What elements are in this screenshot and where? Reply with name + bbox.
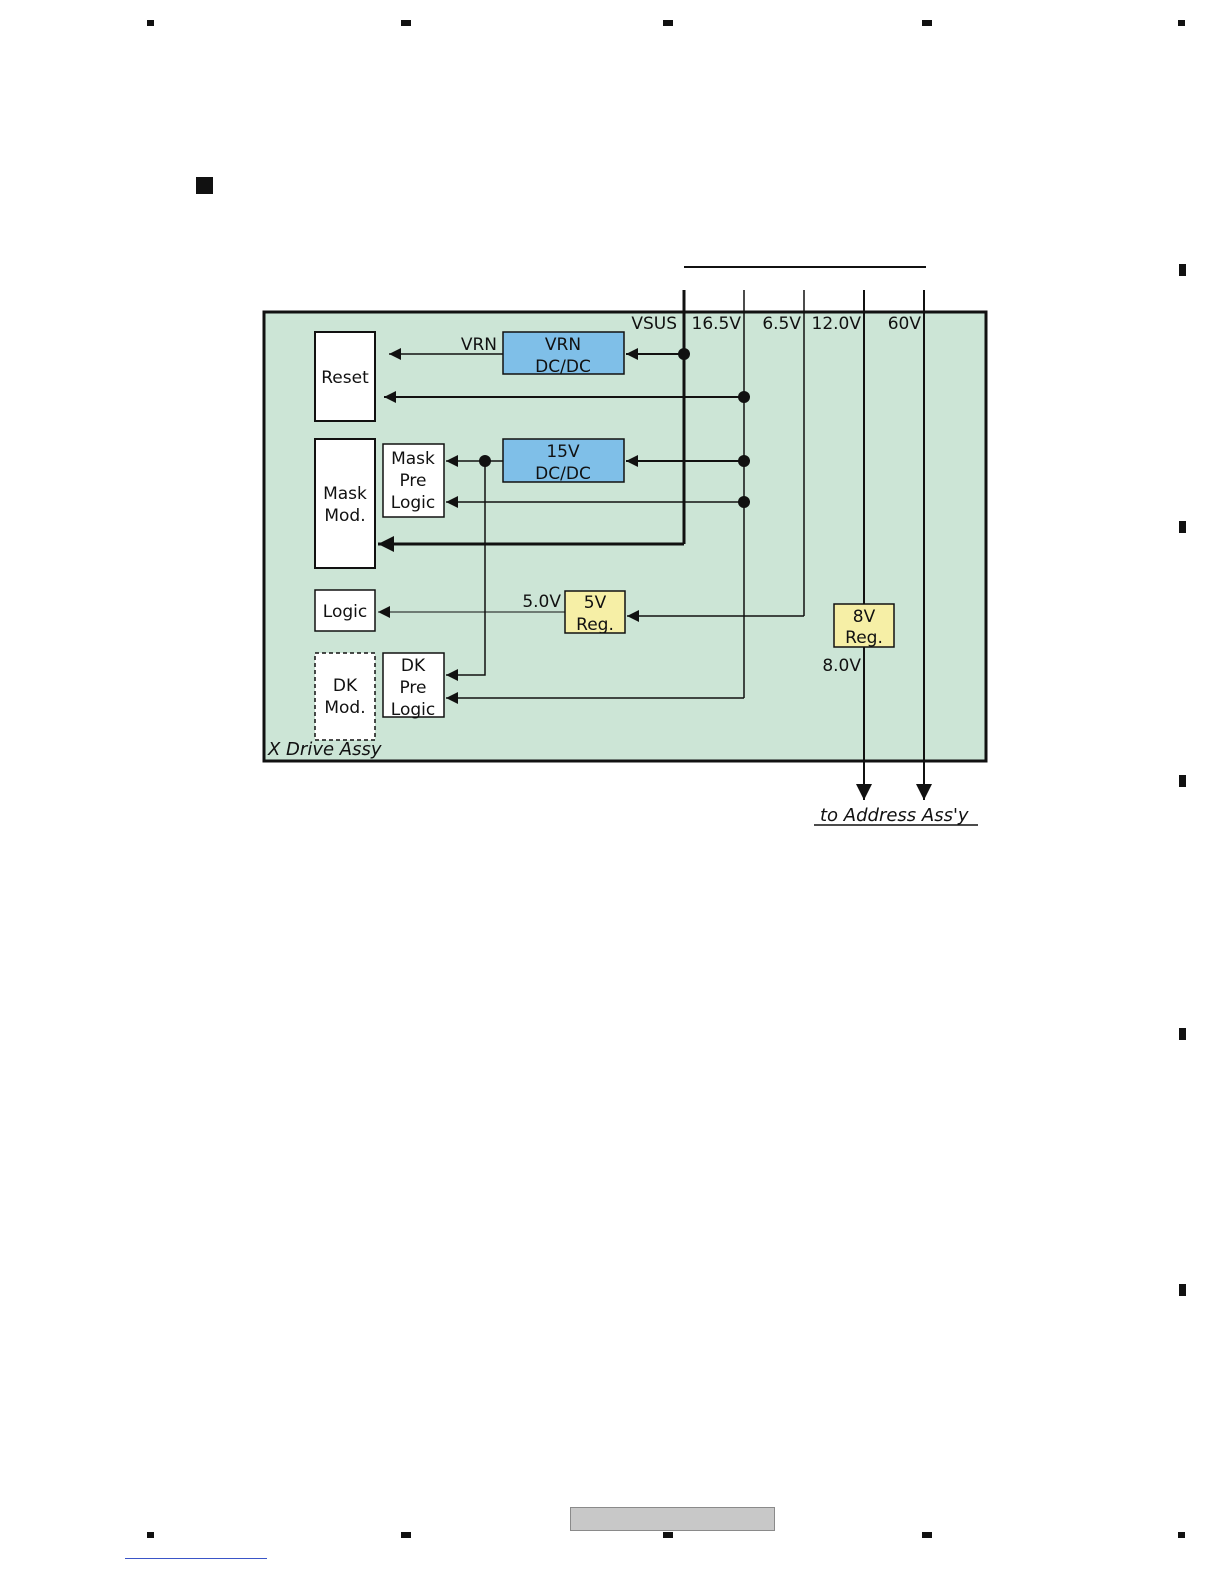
vrn-dcdc-block: VRN DC/DC	[503, 332, 624, 377]
15v-dcdc-block: 15V DC/DC	[503, 439, 624, 484]
svg-text:Mask: Mask	[391, 449, 435, 469]
svg-text:5V: 5V	[584, 593, 607, 613]
svg-text:DK: DK	[401, 656, 426, 676]
svg-text:Logic: Logic	[323, 602, 367, 622]
footer-page-bar	[570, 1507, 775, 1531]
5v-reg-block: 5V Reg.	[565, 591, 625, 635]
svg-text:Logic: Logic	[391, 493, 435, 513]
svg-text:Mod.: Mod.	[324, 698, 365, 718]
svg-text:8V: 8V	[853, 607, 876, 627]
6-5v-label: 6.5V	[762, 314, 801, 334]
mask-mod-block: Mask Mod.	[315, 439, 375, 568]
svg-text:Pre: Pre	[399, 471, 426, 491]
8v-reg-block: 8V Reg.	[834, 604, 894, 648]
svg-text:VRN: VRN	[545, 335, 581, 355]
reset-block: Reset	[315, 332, 375, 421]
svg-text:Mask: Mask	[323, 484, 367, 504]
junction-dot	[738, 391, 750, 403]
junction-dot	[738, 496, 750, 508]
svg-text:DK: DK	[333, 676, 358, 696]
dk-mod-block: DK Mod.	[315, 653, 375, 740]
logic-block: Logic	[315, 590, 375, 631]
footer-link-underline	[125, 1558, 267, 1559]
assembly-label: X Drive Assy	[267, 739, 382, 760]
svg-text:DC/DC: DC/DC	[535, 357, 591, 377]
5-0v-signal-label: 5.0V	[522, 592, 561, 612]
dk-pre-logic-block: DK Pre Logic	[383, 653, 444, 720]
12-0v-label: 12.0V	[812, 314, 862, 334]
vrn-signal-label: VRN	[461, 335, 497, 355]
svg-text:DC/DC: DC/DC	[535, 464, 591, 484]
junction-dot	[738, 455, 750, 467]
60v-label: 60V	[888, 314, 922, 334]
svg-text:Reg.: Reg.	[576, 615, 614, 635]
svg-text:15V: 15V	[546, 442, 580, 462]
8-0v-signal-label: 8.0V	[822, 656, 861, 676]
svg-text:Mod.: Mod.	[324, 506, 365, 526]
svg-text:Pre: Pre	[399, 678, 426, 698]
destination-label: to Address Ass'y	[820, 805, 969, 826]
svg-text:Reg.: Reg.	[845, 628, 883, 648]
16-5v-label: 16.5V	[692, 314, 742, 334]
svg-text:Logic: Logic	[391, 700, 435, 720]
mask-pre-logic-block: Mask Pre Logic	[383, 444, 444, 517]
svg-text:Reset: Reset	[321, 368, 369, 388]
vsus-label: VSUS	[631, 314, 677, 334]
junction-dot	[479, 455, 491, 467]
junction-dot	[678, 348, 690, 360]
